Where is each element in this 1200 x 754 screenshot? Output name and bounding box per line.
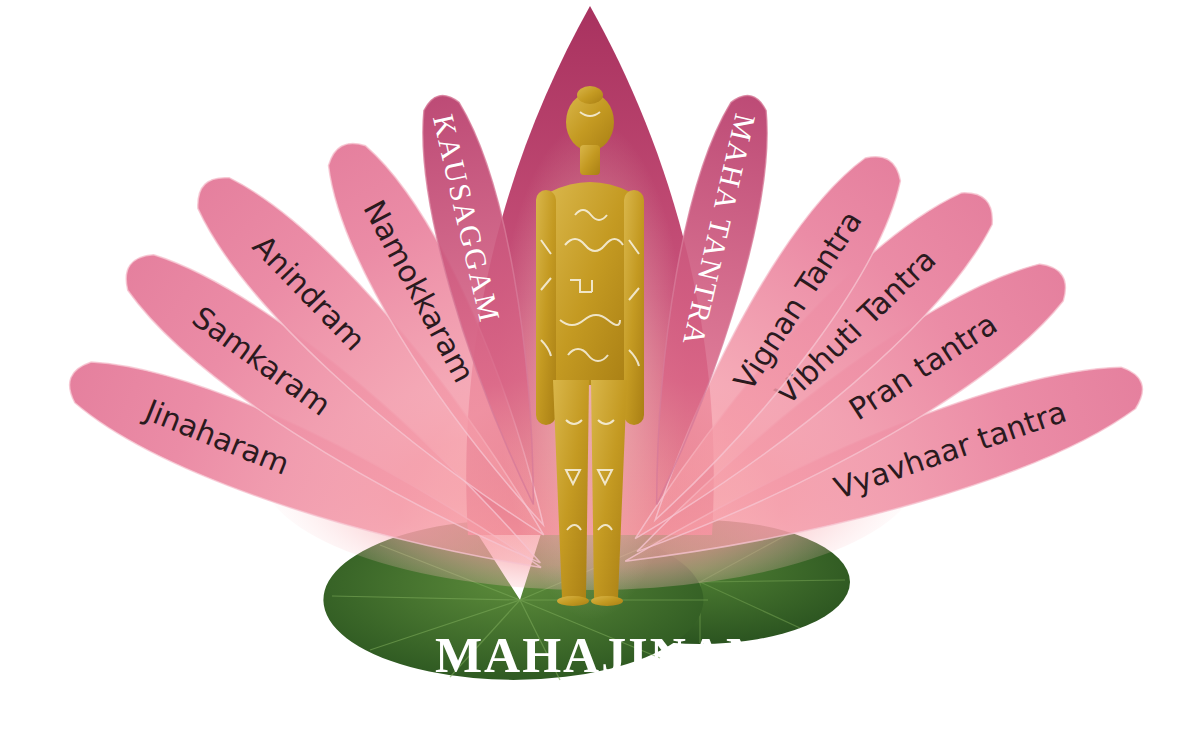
- figure-pattern: [541, 112, 639, 530]
- diagram-title: MAHAJINAM: [435, 628, 775, 683]
- jina-figure: [536, 86, 644, 606]
